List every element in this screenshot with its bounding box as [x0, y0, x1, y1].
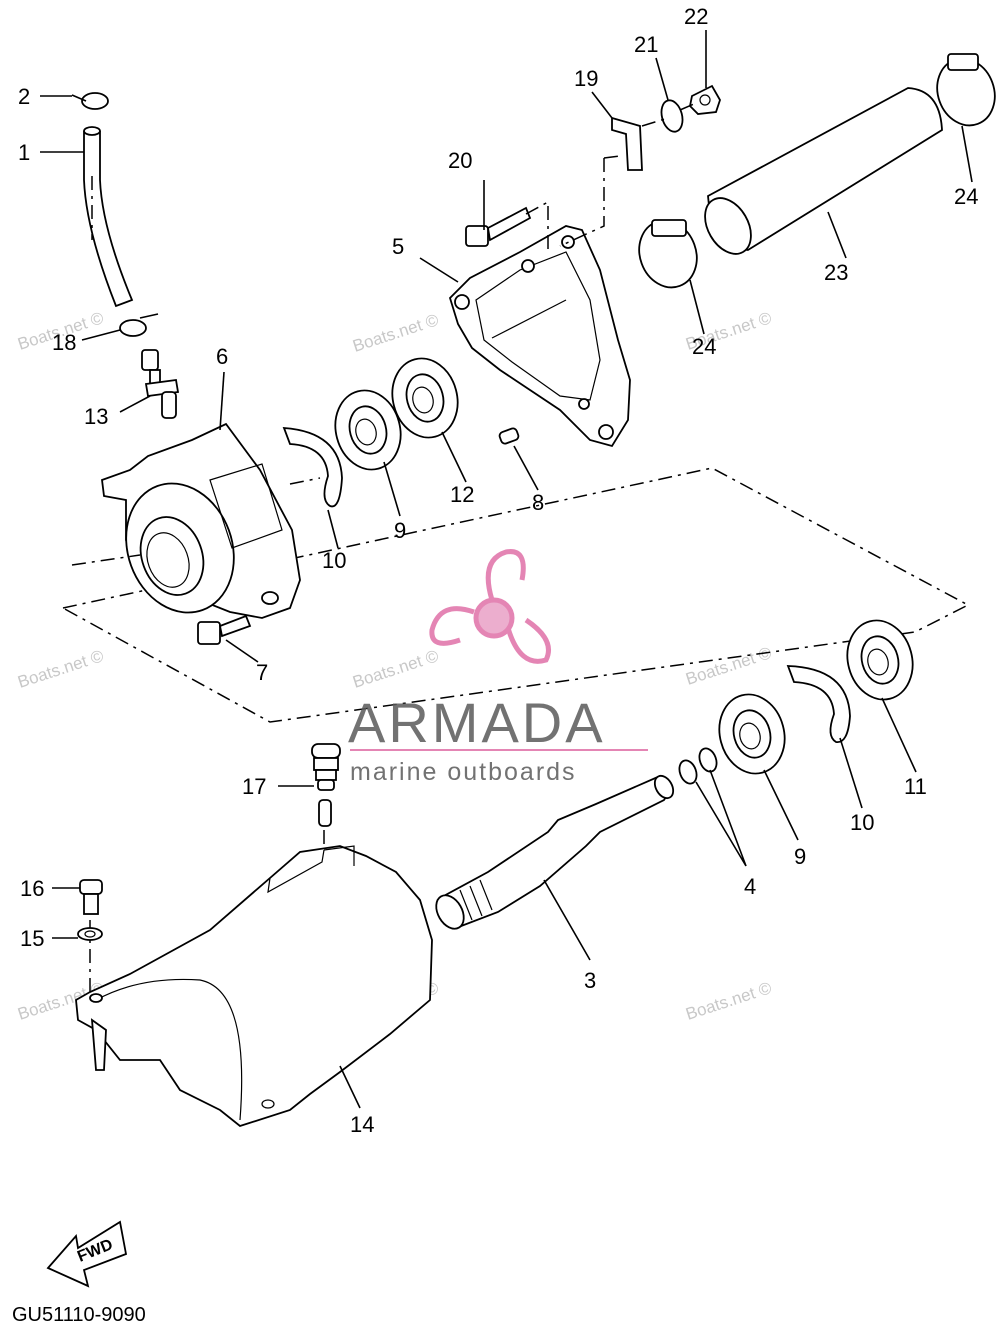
- callout-3: 3: [584, 968, 596, 993]
- circlip-part-10-lower: [786, 665, 851, 743]
- callout-1: 1: [18, 140, 30, 165]
- assembly-boundary: [62, 467, 970, 723]
- callout-17: 17: [242, 774, 266, 799]
- washer-part-15: [77, 927, 103, 941]
- callout-15: 15: [20, 926, 44, 951]
- hose-part-23: [704, 87, 943, 255]
- callout-24-lower: 24: [692, 334, 716, 359]
- callout-22: 22: [684, 4, 708, 29]
- callout-14: 14: [350, 1112, 374, 1137]
- callout-2: 2: [18, 84, 30, 109]
- watermark-text: Boats.net ©: [350, 310, 441, 356]
- o-ring-part-4a: [678, 759, 698, 785]
- watermark-text: Boats.net ©: [683, 643, 774, 689]
- callout-8: 8: [532, 490, 544, 515]
- nut-part-22: [689, 84, 721, 115]
- bearing-part-9-upper: [334, 389, 402, 471]
- diagram-code: GU51110-9090: [12, 1304, 146, 1326]
- hose-part-1: [83, 126, 134, 308]
- callout-12: 12: [450, 482, 474, 507]
- callout-10-upper: 10: [322, 548, 346, 573]
- clip-part-2: [71, 92, 109, 110]
- watermark-text: Boats.net ©: [350, 646, 441, 692]
- callout-16: 16: [20, 876, 44, 901]
- callout-5: 5: [392, 234, 404, 259]
- callout-7: 7: [256, 660, 268, 685]
- callouts: 1 2 18 13 6 5 20 19 21 22 24 23 24 10 9 …: [18, 4, 978, 1137]
- propeller-logo-icon: [429, 549, 551, 664]
- hose-clamp-part-24-lower: [638, 219, 698, 289]
- callout-18: 18: [52, 330, 76, 355]
- callout-6: 6: [216, 344, 228, 369]
- callout-9-lower: 9: [794, 844, 806, 869]
- bearing-part-12: [391, 357, 459, 439]
- assembly-lines: [71, 103, 695, 992]
- bolt-part-7: [197, 614, 252, 645]
- bolt-part-20: [465, 206, 532, 247]
- leader-lines: [40, 30, 973, 1109]
- bearing-housing-part-6: [101, 422, 301, 619]
- bearing-part-9-lower: [718, 693, 786, 775]
- callout-20: 20: [448, 148, 472, 173]
- callout-21: 21: [634, 32, 658, 57]
- o-ring-part-4b: [698, 747, 718, 773]
- cover-part-14: [75, 845, 433, 1128]
- washer-part-21: [660, 99, 684, 133]
- callout-10-lower: 10: [850, 810, 874, 835]
- callout-4: 4: [744, 874, 756, 899]
- armada-logo: ARMADA marine outboards: [348, 549, 648, 786]
- pin-part-8: [498, 427, 520, 445]
- watermark-text: Boats.net ©: [683, 978, 774, 1024]
- drive-shaft-part-3: [435, 774, 675, 930]
- bearing-part-11: [846, 619, 914, 701]
- armada-brand: ARMADA: [348, 691, 606, 754]
- armada-tagline: marine outboards: [350, 758, 577, 786]
- clip-part-18: [119, 313, 159, 337]
- housing-part-5: [448, 225, 631, 448]
- callout-13: 13: [84, 404, 108, 429]
- screw-part-17: [311, 743, 341, 827]
- hose-clamp-part-24-upper: [936, 53, 996, 127]
- callout-11: 11: [904, 774, 927, 799]
- callout-23: 23: [824, 260, 848, 285]
- bolt-part-16: [79, 879, 103, 915]
- bracket-part-19: [611, 116, 643, 171]
- callout-9-upper: 9: [394, 518, 406, 543]
- circlip-part-10-upper: [282, 427, 343, 508]
- fwd-arrow-icon: FWD: [46, 1220, 128, 1288]
- callout-24-upper: 24: [954, 184, 978, 209]
- callout-19: 19: [574, 66, 598, 91]
- watermark-text: Boats.net ©: [15, 646, 106, 692]
- fitting-part-13: [141, 349, 180, 419]
